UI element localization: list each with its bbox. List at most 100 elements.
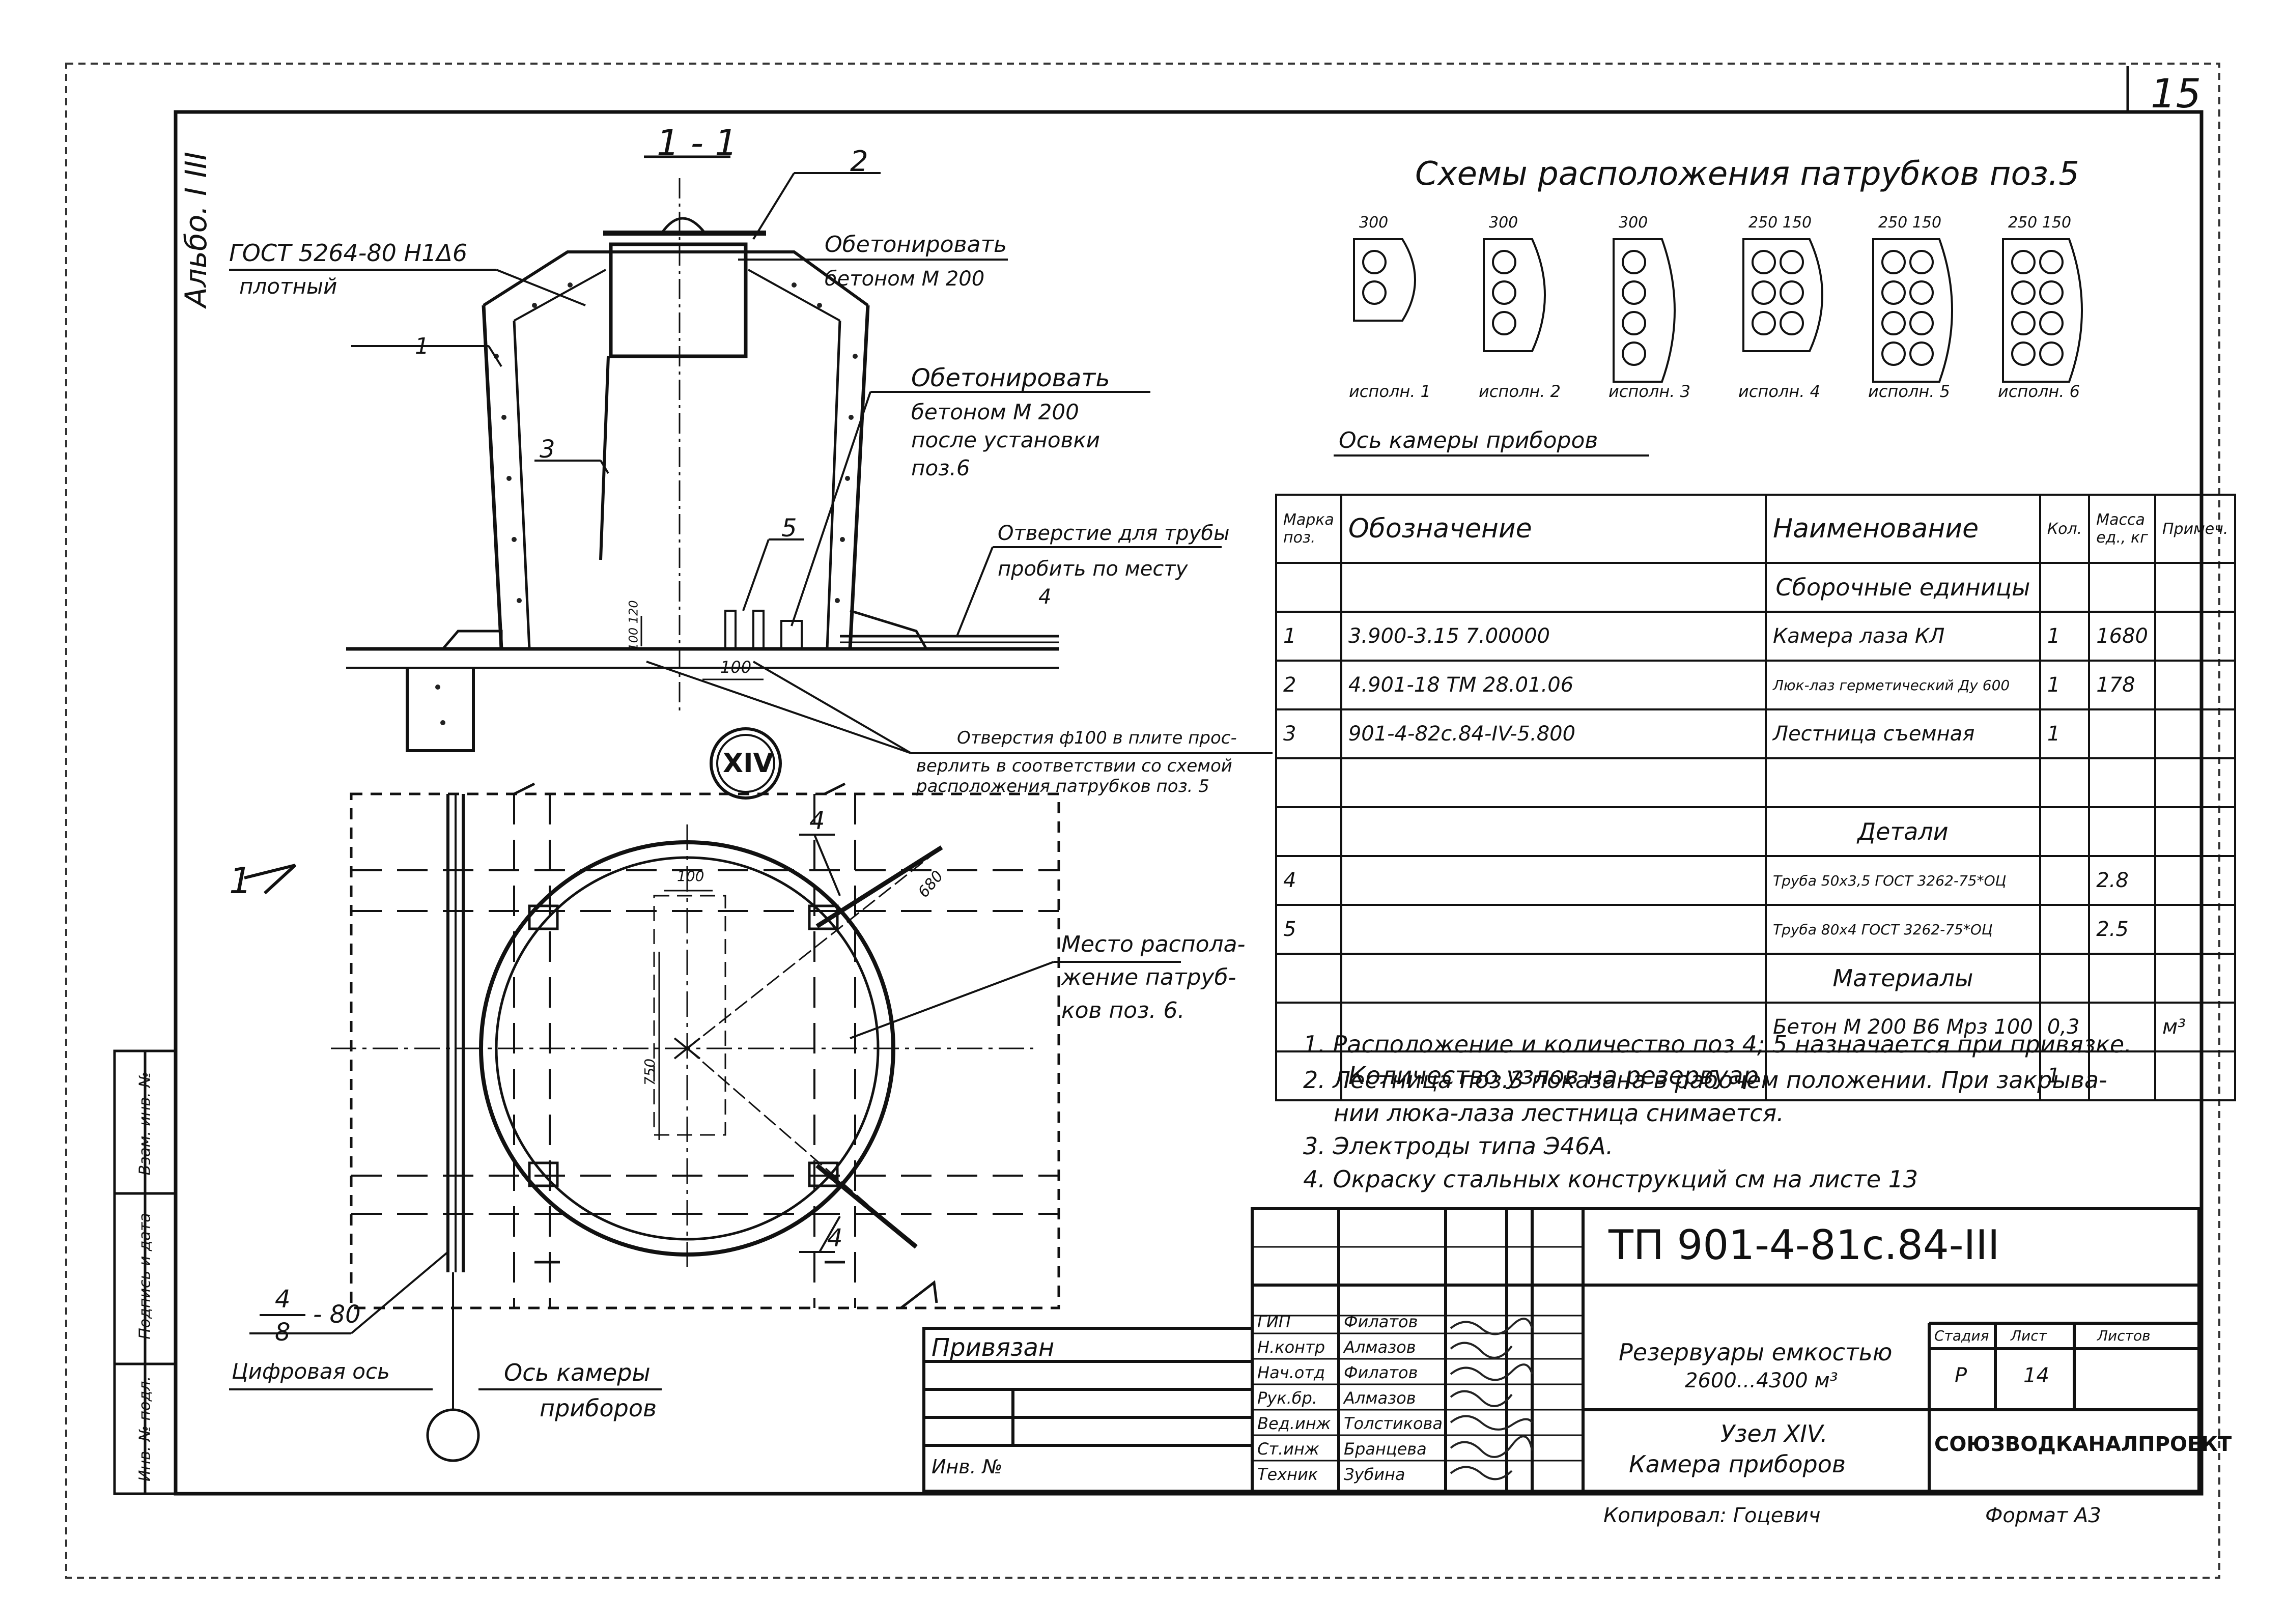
nozzle-hole (1780, 280, 1804, 305)
nozzle-hole (1909, 250, 1934, 274)
nozzle-hole (1780, 311, 1804, 335)
spec-cell (1340, 855, 1767, 906)
nozzle-hole (1622, 311, 1646, 335)
spec-cell: 1 (2039, 1050, 2091, 1101)
spec-row (1275, 757, 2237, 808)
spec-cell (2154, 806, 2237, 857)
sheet-name-2: Камера приборов (1629, 1450, 1846, 1478)
spec-cell: 1 (2039, 708, 2091, 759)
object-1: Резервуары емкостью (1619, 1338, 1893, 1366)
chamber-axis-2: приборов (540, 1394, 657, 1422)
scheme-label: исполн. 4 (1738, 382, 1820, 401)
spec-cell: Бетон М 200 В6 Мрз 100 (1764, 1002, 2041, 1052)
spec-cell (2039, 757, 2091, 808)
node-mark: XIV (723, 748, 774, 779)
nozzle-hole (1881, 341, 1906, 366)
scheme-label: исполн. 1 (1349, 382, 1431, 401)
spec-cell (2154, 660, 2237, 710)
label-hole-plate-3: расположения патрубков поз. 5 (916, 776, 1209, 796)
scheme-label: исполн. 3 (1608, 382, 1690, 401)
signature-role: Нач.отд (1257, 1363, 1325, 1382)
spec-cell: 901-4-82с.84-IV-5.800 (1340, 708, 1767, 759)
label-concrete-mid-1: Обетонировать (911, 364, 1110, 392)
spec-cell (1340, 904, 1767, 955)
sheet-name-1: Узел XIV. (1720, 1420, 1828, 1447)
nozzle-hole (2039, 341, 2064, 366)
chamber-axis-1: Ось камеры (504, 1359, 651, 1386)
spec-cell (1340, 953, 1767, 1004)
scheme-outline (1483, 238, 1546, 352)
spec-cell: 2 (1275, 660, 1342, 710)
scheme-outline (1742, 238, 1823, 352)
nozzle-hole (1909, 311, 1934, 335)
scheme-outline (2002, 238, 2083, 383)
label-place-2: жение патруб- (1061, 964, 1236, 990)
note-4: 4. Окраску стальных конструкций см на ли… (1303, 1165, 1918, 1193)
sheet-value: 14 (2023, 1364, 2049, 1387)
nozzle-hole (2039, 280, 2064, 305)
spec-cell (2088, 806, 2156, 857)
nozzle-hole (1780, 250, 1804, 274)
label-hole-3: 4 (1038, 585, 1052, 609)
nozzle-hole (2011, 311, 2036, 335)
privyazan-label: Привязан (932, 1333, 1055, 1362)
spec-cell: 178 (2088, 660, 2156, 710)
spec-cell: Количество узлов на резервуар (1340, 1050, 1767, 1101)
spec-cell (2039, 806, 2091, 857)
spec-cell: 3.900-3.15 7.00000 (1340, 611, 1767, 662)
plan-view (229, 782, 1181, 1462)
scheme-dim: 250 150 (1878, 214, 1942, 232)
side-stamp-3: Инв. № подл. (136, 1376, 154, 1481)
spec-cell: Лестница съемная (1764, 708, 2041, 759)
nozzle-hole (1909, 280, 1934, 305)
spec-cell: м³ (2154, 1002, 2237, 1052)
spec-cell (2154, 855, 2237, 906)
spec-cell (2088, 562, 2156, 613)
stage-value: Р (1955, 1364, 1967, 1387)
spec-cell (1340, 1002, 1767, 1052)
fraction-value: - 80 (313, 1300, 361, 1329)
spec-row: Сборочные единицы (1275, 562, 2237, 613)
signature-role: Рук.бр. (1257, 1388, 1317, 1408)
side-stamp-2: Подпись и дата (136, 1213, 154, 1340)
callout-2: 2 (850, 145, 868, 178)
label-concrete-mid-2: бетоном М 200 (911, 400, 1079, 424)
spec-cell: Люк-лаз герметический Ду 600 (1764, 660, 2041, 710)
callout-4-top: 4 (809, 807, 825, 835)
page-number: 15 (2151, 71, 2202, 117)
spec-cell (2039, 562, 2091, 613)
signature-role: Техник (1257, 1465, 1318, 1484)
side-stamp-1: Взам. инв. № (136, 1071, 154, 1176)
scheme-outline (1353, 238, 1416, 322)
signature-scribbles (1450, 1318, 1533, 1480)
fraction-bottom: 8 (275, 1318, 291, 1347)
note-1: 1. Расположение и количество поз 4; 5 на… (1303, 1031, 2132, 1058)
spec-header-cell: Примеч. (2154, 494, 2237, 564)
spec-cell (2154, 904, 2237, 955)
digital-axis-label: Цифровая ось (232, 1359, 390, 1384)
label-gost: ГОСТ 5264-80 Н1Δ6 (229, 239, 468, 267)
spec-cell (1275, 562, 1342, 613)
spec-cell (1275, 1050, 1342, 1101)
spec-cell: 5 (1275, 904, 1342, 955)
scheme-dim: 300 (1489, 214, 1518, 232)
scheme-label: исполн. 2 (1479, 382, 1561, 401)
label-concrete-top-2: бетоном М 200 (825, 267, 985, 291)
spec-cell: 1 (2039, 611, 2091, 662)
spec-header-cell: Обозначение (1340, 494, 1767, 564)
label-place-3: ков поз. 6. (1061, 998, 1185, 1023)
fraction-bar (260, 1314, 305, 1316)
label-hole-plate-1: Отверстия ф100 в плите прос- (957, 728, 1237, 748)
spec-row: Количество узлов на резервуар 1 (1275, 1050, 2237, 1101)
spec-cell (2039, 855, 2091, 906)
nozzle-hole (1752, 311, 1776, 335)
signature-role: Ст.инж (1257, 1439, 1319, 1459)
spec-cell (1340, 757, 1767, 808)
dim-750: 750 (641, 1058, 659, 1086)
spec-cell: 1 (1275, 611, 1342, 662)
spec-header-cell: Марка поз. (1275, 494, 1342, 564)
